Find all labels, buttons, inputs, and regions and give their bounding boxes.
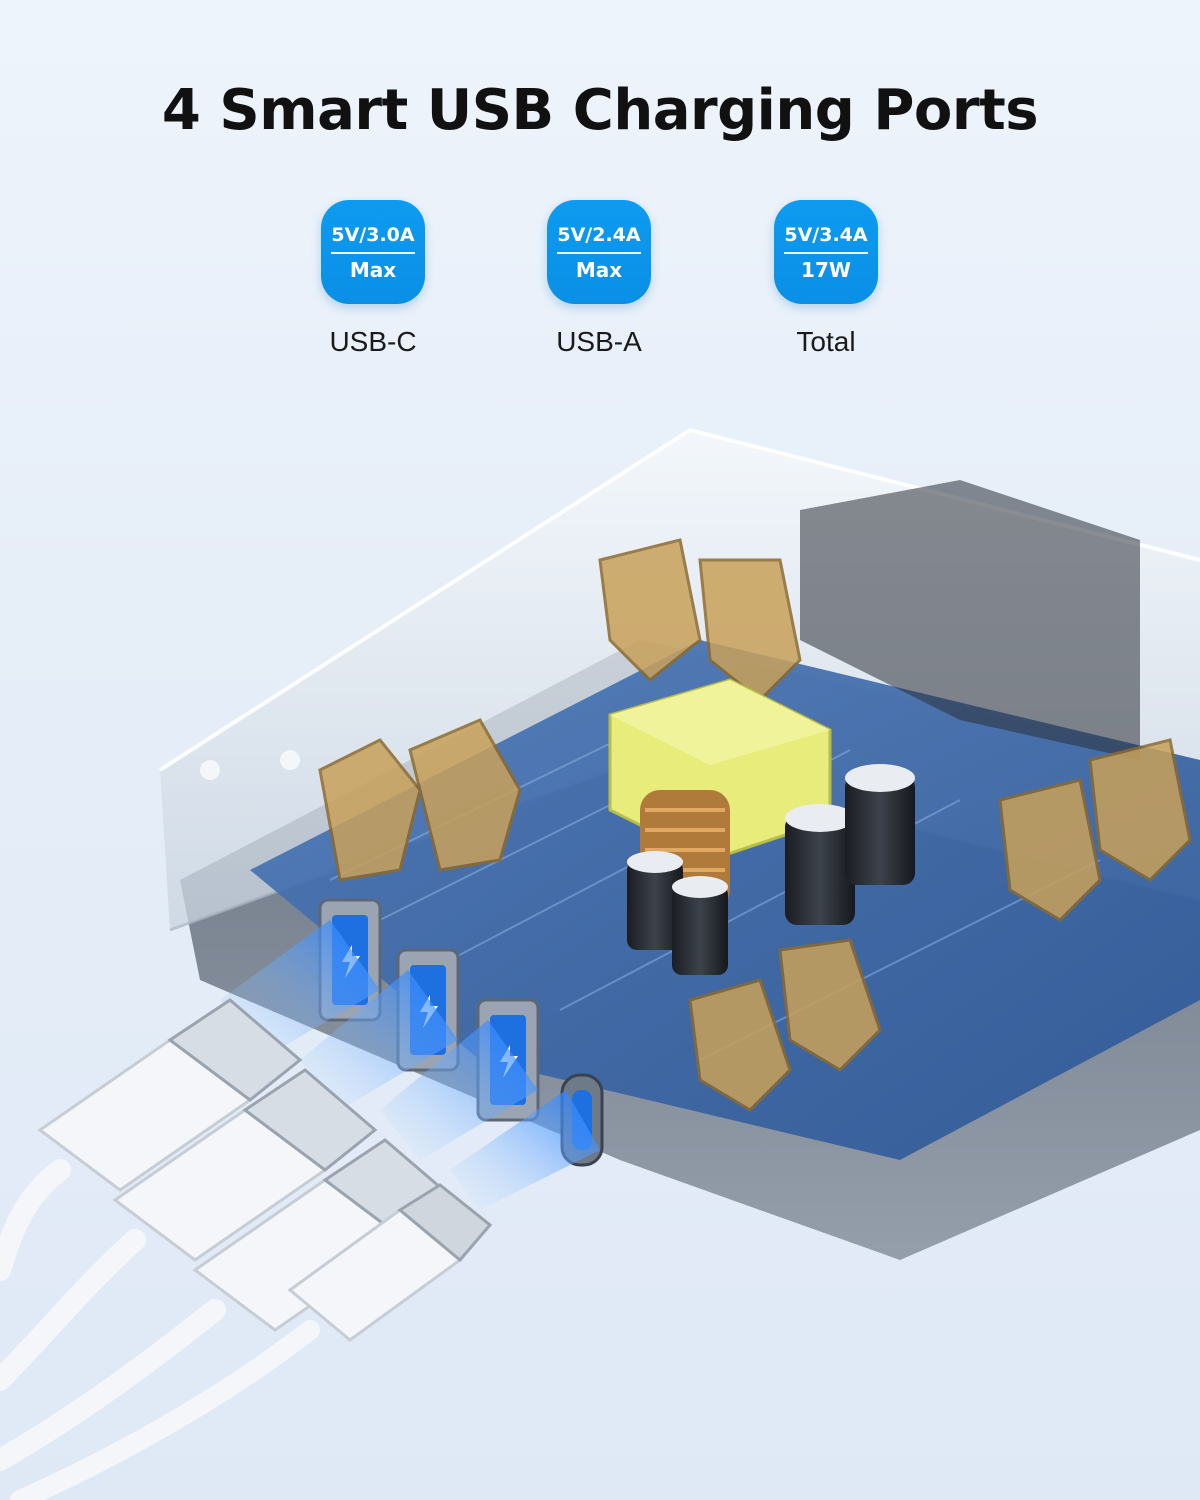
usb-a-cable xyxy=(0,1068,378,1391)
charger-illustration xyxy=(0,427,1200,1500)
spec-rating: 5V/3.4A xyxy=(784,223,868,246)
spec-divider xyxy=(784,251,868,254)
spec-divider xyxy=(331,251,415,254)
page-title: 4 Smart USB Charging Ports xyxy=(161,78,1039,143)
spec-divider xyxy=(557,251,641,254)
spec-badge: 5V/2.4A Max xyxy=(547,200,651,304)
spec-row: 5V/3.0A Max USB-C 5V/2.4A Max USB-A 5V/3… xyxy=(0,200,1200,380)
spec-label: USB-C xyxy=(329,326,417,357)
spec-rating: 5V/3.0A xyxy=(331,223,415,246)
spec-rating: 5V/2.4A xyxy=(557,223,641,246)
spec-label: USB-A xyxy=(556,326,642,357)
spec-badge: 5V/3.4A 17W xyxy=(774,200,878,304)
spec-total: 5V/3.4A 17W Total xyxy=(726,200,926,358)
usb-a-cable xyxy=(0,998,303,1281)
spec-usb-a: 5V/2.4A Max USB-A xyxy=(499,200,699,358)
usb-c-cable xyxy=(10,1183,493,1500)
capacitors xyxy=(627,764,915,975)
rear-housing xyxy=(800,480,1140,760)
spec-max: Max xyxy=(349,257,397,282)
spec-usb-c: 5V/3.0A Max USB-C xyxy=(273,200,473,358)
spec-label: Total xyxy=(796,326,856,357)
spec-badge: 5V/3.0A Max xyxy=(321,200,425,304)
brass-contacts xyxy=(318,538,1192,1112)
spec-wattage: 17W xyxy=(801,257,851,282)
charging-beams xyxy=(220,920,600,1210)
spec-max: Max xyxy=(575,257,623,282)
